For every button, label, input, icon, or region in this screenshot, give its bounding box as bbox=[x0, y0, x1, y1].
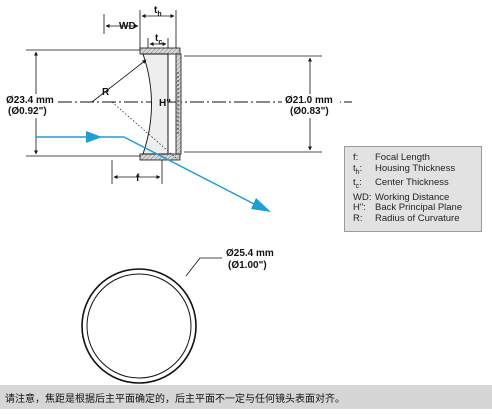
right-dia-mm: Ø21.0 mm bbox=[285, 95, 333, 106]
legend-row: f: Focal Length bbox=[353, 152, 481, 164]
ring-dia-leader bbox=[185, 257, 222, 277]
legend-key: WD: bbox=[353, 191, 372, 203]
legend-text: Radius of Curvature bbox=[375, 212, 460, 224]
legend-box: f: Focal Length th: Housing Thickness tc: Cen… bbox=[344, 146, 482, 232]
wd-label: WD bbox=[119, 21, 136, 32]
legend-row: WD:Working Distance bbox=[353, 191, 481, 204]
legend-text: Center Thickness bbox=[375, 177, 449, 189]
legend-text: Working Distance bbox=[375, 191, 450, 203]
legend-key: f: bbox=[353, 152, 359, 163]
legend-key: th: bbox=[353, 162, 363, 176]
bottom-dia-in: (Ø1.00") bbox=[228, 260, 267, 271]
principal-plane-label: H" bbox=[159, 98, 171, 109]
left-dia-in: (Ø0.92") bbox=[8, 106, 47, 117]
lens-diagram: WD th tc f R H" Ø23.4 mm (Ø0.92") Ø21.0 … bbox=[4, 5, 352, 384]
footer-note: 请注意，焦距是根据后主平面确定的，后主平面不一定与任何镜头表面对齐。 bbox=[0, 385, 492, 409]
f-label: f bbox=[136, 173, 140, 184]
th-label: th bbox=[154, 5, 162, 18]
legend-row: tc: Center Thickness bbox=[353, 177, 481, 192]
legend-key: H": bbox=[353, 202, 366, 214]
ring-outer bbox=[81, 268, 197, 384]
lens-element bbox=[142, 53, 169, 155]
legend-row: H": Back Principal Plane bbox=[353, 203, 481, 214]
bottom-dia-mm: Ø25.4 mm bbox=[226, 248, 274, 259]
housing-right-wall bbox=[175, 53, 182, 155]
incoming-ray-arrowhead bbox=[86, 131, 102, 143]
radius-line bbox=[91, 59, 147, 103]
legend-row: th: Housing Thickness bbox=[353, 162, 481, 178]
legend-key: R: bbox=[353, 212, 363, 224]
legend-row: R: Radius of Curvature bbox=[353, 212, 481, 225]
radius-label: R bbox=[102, 87, 110, 98]
legend-text: Back Principal Plane bbox=[375, 202, 463, 214]
legend-text: Housing Thickness bbox=[375, 162, 456, 174]
tc-label: tc bbox=[155, 33, 162, 46]
focal-construction-line bbox=[111, 101, 177, 159]
right-dia-in: (Ø0.83") bbox=[290, 106, 329, 117]
housing-top bbox=[139, 47, 181, 55]
refracted-ray bbox=[123, 136, 259, 207]
legend-text: Focal Length bbox=[375, 152, 430, 163]
left-dia-mm: Ø23.4 mm bbox=[6, 95, 54, 106]
ring-inner bbox=[86, 273, 192, 379]
legend-key: tc: bbox=[353, 177, 362, 190]
refracted-ray-arrowhead bbox=[251, 198, 271, 212]
